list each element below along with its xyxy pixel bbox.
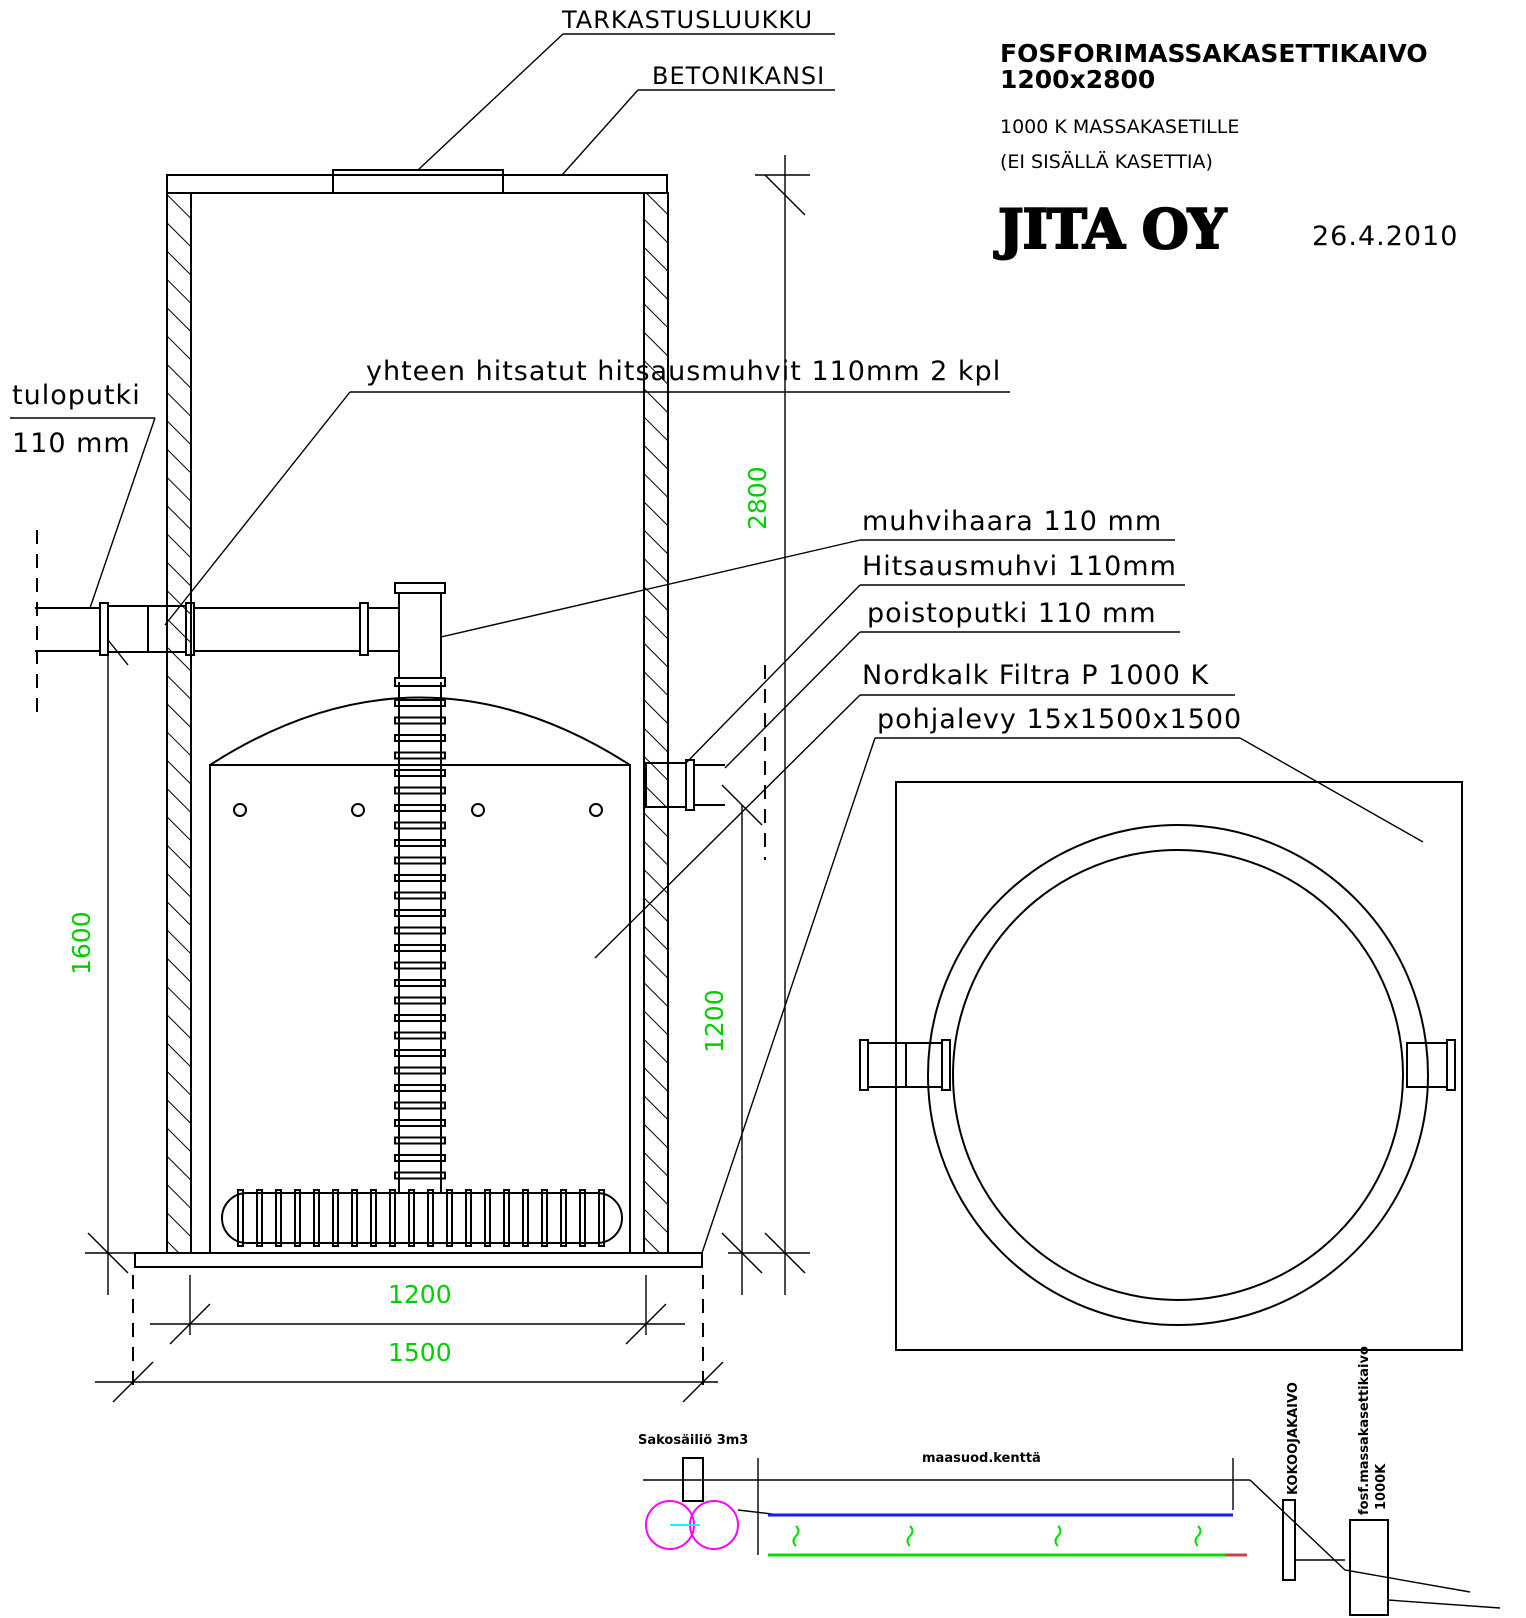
distribution-rib: [560, 1189, 567, 1247]
outlet-pipe: [645, 759, 725, 811]
riser-rib: [394, 1154, 446, 1162]
distribution-rib: [522, 1189, 529, 1247]
riser-rib: [394, 1066, 446, 1075]
riser-rib: [394, 944, 446, 952]
riser-rib: [394, 1014, 446, 1022]
plan-inlet-pipe: [859, 1039, 951, 1091]
plan-outlet-pipe: [1406, 1039, 1456, 1091]
distribution-rib: [503, 1189, 510, 1247]
dim-height-inlet: 1600: [67, 911, 96, 975]
riser-rib: [394, 874, 446, 882]
plan-ring-outer: [927, 824, 1429, 1326]
label-pohjalevy: pohjalevy 15x1500x1500: [877, 704, 1242, 735]
distribution-rib: [332, 1189, 339, 1247]
distribution-rib: [313, 1189, 320, 1247]
label-tuloputki-size: 110 mm: [12, 428, 131, 459]
riser-rib: [394, 734, 446, 742]
riser-rib: [394, 909, 446, 917]
riser-rib: [394, 821, 446, 830]
distribution-rib: [579, 1189, 586, 1247]
riser-rib: [394, 699, 446, 707]
riser-rib: [394, 926, 446, 935]
distribution-rib: [446, 1189, 453, 1247]
label-nordkalk: Nordkalk Filtra P 1000 K: [862, 660, 1209, 691]
riser-rib: [394, 1084, 446, 1092]
distribution-rib: [237, 1189, 244, 1247]
riser-rib: [394, 961, 446, 970]
riser-rib: [394, 979, 446, 987]
drawing-date: 26.4.2010: [1312, 221, 1458, 252]
dim-height-outlet: 1200: [700, 989, 729, 1053]
distribution-rib: [294, 1189, 301, 1247]
dim-height-total: 2800: [743, 466, 772, 530]
plan-view: [859, 781, 1463, 1351]
riser-rib: [394, 1119, 446, 1127]
riser-rib: [394, 891, 446, 900]
label-tuloputki: tuloputki: [12, 380, 141, 411]
dim-width-inner: 1200: [388, 1280, 452, 1309]
label-muhvihaara: muhvihaara 110 mm: [862, 506, 1162, 537]
distribution-rib: [256, 1189, 263, 1247]
distribution-rib: [370, 1189, 377, 1247]
distribution-rib: [465, 1189, 472, 1247]
dim-width-base: 1500: [388, 1338, 452, 1367]
left-wall: [166, 192, 192, 1254]
riser-rib: [394, 769, 446, 777]
label-hitsausmuhvi: Hitsausmuhvi 110mm: [862, 551, 1177, 582]
riser-rib: [394, 786, 446, 795]
riser-rib: [394, 996, 446, 1005]
distribution-rib: [598, 1189, 605, 1247]
riser-rib: [394, 716, 446, 725]
fosf-kaivo-box: [1349, 1519, 1389, 1616]
riser-rib: [394, 1136, 446, 1145]
kokoojakaivo-box: [1282, 1499, 1296, 1581]
label-hitsausmuhvit: yhteen hitsatut hitsausmuhvit 110mm 2 kp…: [366, 356, 1001, 387]
distribution-rib: [484, 1189, 491, 1247]
schematic-sakosailio: Sakosäiliö 3m3: [638, 1433, 748, 1448]
schematic-maasuod: maasuod.kenttä: [922, 1451, 1041, 1466]
riser-rib: [394, 839, 446, 847]
distribution-rib: [541, 1189, 548, 1247]
concrete-lid: [166, 174, 668, 194]
riser-rib: [394, 1031, 446, 1040]
distribution-rib: [275, 1189, 282, 1247]
distribution-rib: [408, 1189, 415, 1247]
dimension-lines: [85, 155, 810, 1403]
subtitle-line2: (EI SISÄLLÄ KASETTIA): [1000, 150, 1213, 173]
riser-rib: [394, 804, 446, 812]
distribution-rib: [389, 1189, 396, 1247]
riser-pipe: [394, 677, 446, 1193]
distribution-rib: [351, 1189, 358, 1247]
riser-rib: [394, 751, 446, 760]
base-plate: [134, 1252, 703, 1268]
leader-lines: [10, 33, 1424, 1254]
riser-rib: [394, 1049, 446, 1057]
title-line1: FOSFORIMASSAKASETTIKAIVO: [1000, 39, 1428, 68]
filter-cassette: [209, 696, 631, 1254]
section-view: [35, 169, 766, 1268]
distribution-rib: [427, 1189, 434, 1247]
label-betonikansi: BETONIKANSI: [652, 62, 825, 90]
schematic-fosf2: 1000K: [1374, 1463, 1389, 1510]
title-line2: 1200x2800: [1000, 65, 1155, 94]
plan-ring-inner: [952, 849, 1404, 1301]
tank-riser: [682, 1457, 704, 1502]
schematic-kokoojakaivo: KOKOOJAKAIVO: [1286, 1382, 1301, 1495]
branch-tee: [394, 582, 446, 678]
label-tarkastusluukku: TARKASTUSLUUKKU: [561, 6, 813, 34]
label-poistoputki: poistoputki 110 mm: [867, 598, 1157, 629]
inspection-hatch: [332, 169, 504, 194]
right-wall: [643, 192, 669, 1254]
system-schematic: [643, 1457, 1501, 1616]
schematic-fosf1: fosf.massakasettikaivo: [1357, 1346, 1372, 1515]
riser-rib: [394, 856, 446, 865]
title-block: FOSFORIMASSAKASETTIKAIVO 1200x2800 1000 …: [993, 39, 1458, 262]
plan-base-plate: [895, 781, 1463, 1351]
subtitle-line1: 1000 K MASSAKASETILLE: [1000, 116, 1239, 138]
riser-rib: [394, 1101, 446, 1110]
company-logo: JITA OY: [994, 197, 1228, 261]
riser-rib: [394, 1171, 446, 1180]
inlet-pipe: [35, 602, 399, 656]
